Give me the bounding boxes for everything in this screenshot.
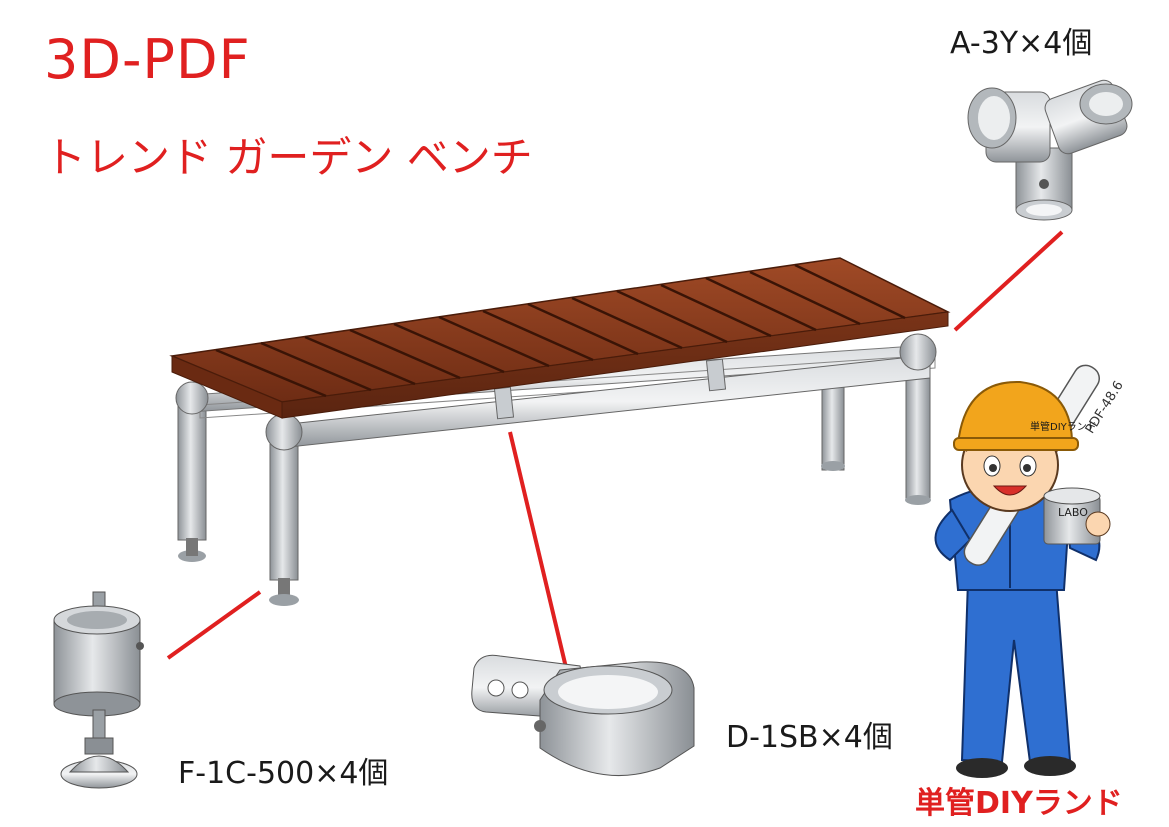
garden-bench — [169, 257, 951, 606]
f1c-leveller-image — [53, 591, 144, 789]
leader-lines — [166, 230, 1064, 677]
part-label-a3y: A-3Y×4個 — [950, 26, 1093, 61]
d1sb-clamp-image — [471, 654, 695, 777]
product-name: トレンド ガーデン ベンチ — [44, 133, 533, 182]
mascot-worker: PDF-48.6 単管DIYランド LABO — [934, 364, 1127, 778]
part-label-f1c: F-1C-500×4個 — [178, 756, 389, 791]
brand-name: 単管DIYランド — [915, 786, 1123, 821]
leader-line-d1sb — [508, 431, 570, 677]
a3y-fitting-image — [967, 79, 1133, 221]
part-label-d1sb: D-1SB×4個 — [726, 720, 893, 755]
leader-line-a3y — [953, 230, 1064, 332]
helmet-label: 単管DIYランド — [1030, 420, 1097, 433]
leader-line-f1c — [166, 590, 262, 660]
page-title: 3D-PDF — [44, 28, 251, 91]
cup-label: LABO — [1058, 506, 1088, 519]
